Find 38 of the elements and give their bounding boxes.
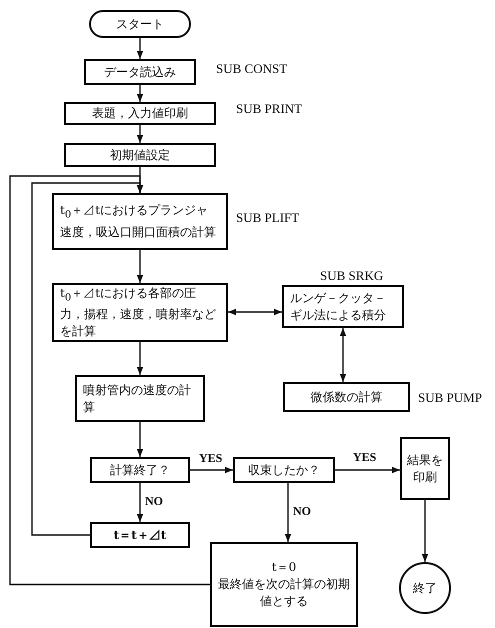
arrow [136, 38, 144, 59]
start-terminal: スタート [89, 10, 191, 38]
process-box: ルンゲ－クッタ－ギル法による積分 [282, 285, 404, 328]
subroutine-label: SUB PUMP [418, 390, 482, 406]
subroutine-label: SUB CONST [216, 61, 288, 77]
arrow [228, 308, 282, 316]
edge-label: YES [198, 452, 224, 465]
arrow [284, 483, 292, 542]
edge-label: NO [292, 505, 312, 518]
process-box: データ読込み [84, 59, 196, 85]
subroutine-label: SUB PLIFT [236, 210, 300, 226]
arrow [190, 466, 233, 474]
process-box: 噴射管内の速度の計算 [75, 375, 205, 422]
edge-label: YES [352, 451, 378, 464]
process-box: 表題，入力値印刷 [64, 102, 216, 125]
arrow [136, 342, 144, 375]
subroutine-label: SUB SRKG [320, 268, 384, 284]
process-box: t＝0 最終値を次の計算の初期値とする [210, 542, 358, 627]
process-box: 収束したか？ [233, 457, 335, 483]
arrow [422, 500, 428, 562]
process-box: 初期値設定 [64, 143, 216, 167]
process-box: t$_{0}$＋⊿tにおけるプランジャ速度，吸込口開口面積の計算 [52, 193, 228, 250]
arrow [340, 328, 346, 382]
arrow [136, 483, 144, 522]
process-box: t$_{0}$＋⊿tにおける各部の圧力，揚程，速度，噴射率などを計算 [52, 283, 228, 342]
arrow [136, 250, 144, 283]
end-circle: 終了 [399, 562, 451, 614]
arrow [335, 466, 400, 474]
arrow [136, 85, 144, 102]
process-box: t＝t＋⊿t [90, 522, 190, 548]
process-box: 微係数の計算 [283, 382, 410, 412]
edge-label: NO [144, 495, 164, 508]
arrow [136, 125, 144, 143]
process-box: 結果を印刷 [400, 437, 450, 500]
process-box: 計算終了？ [90, 457, 190, 483]
arrow [9, 175, 210, 586]
arrow [136, 422, 144, 457]
subroutine-label: SUB PRINT [236, 101, 302, 117]
